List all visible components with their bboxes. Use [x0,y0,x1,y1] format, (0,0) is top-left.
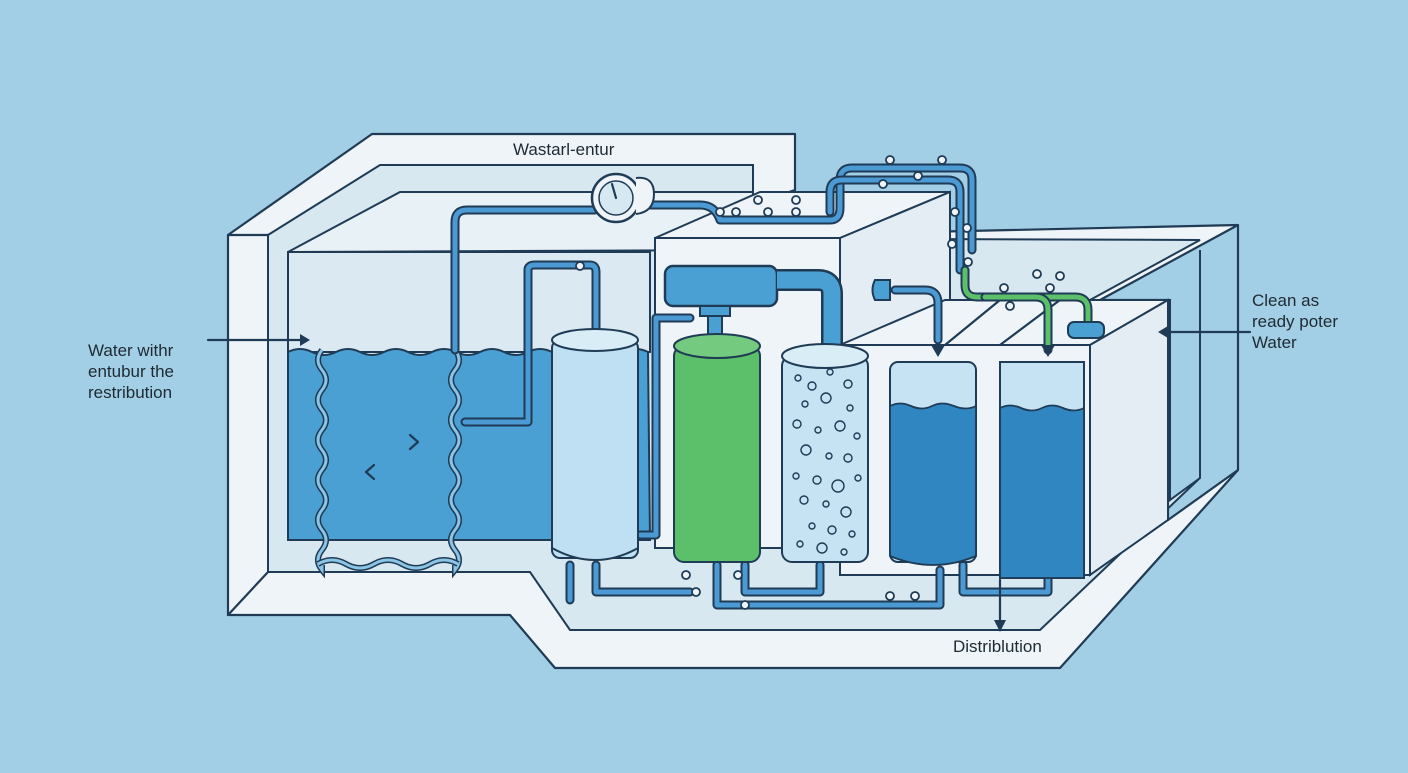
bubble [792,472,800,480]
inlet-label-line2: entubur the [88,362,174,381]
bubble [825,452,833,460]
sedimentation-tank [551,328,639,561]
bubble [814,426,822,434]
bubble [834,420,846,432]
aeration-tank [781,343,869,563]
bubble [827,525,837,535]
bubble [812,475,822,485]
bubble [792,419,802,429]
bubble [800,444,812,456]
diagram-title: Wastarl-entur [513,140,615,159]
bubble [843,453,853,463]
bubble [848,530,856,538]
outlet-label-line2: ready poter [1252,312,1338,331]
bubble [816,542,828,554]
bubble [831,479,845,493]
bubble [799,495,809,505]
bubble [801,400,809,408]
bubble [796,540,804,548]
outlet-label-line1: Clean as [1252,291,1319,310]
bubble [794,374,802,382]
inlet-label-line3: restribution [88,383,172,402]
distribution-label: Distriblution [953,637,1042,656]
clear-water-tanks [889,361,1085,579]
bubble [840,548,848,556]
bubble [808,522,816,530]
green-filter [663,264,843,563]
bubble [822,500,830,508]
inlet-label-line1: Water withr [88,341,174,360]
outlet-label-line3: Water [1252,333,1297,352]
bubble [826,368,834,376]
bubble [820,392,832,404]
bubble [840,506,852,518]
bubble [853,432,861,440]
bubble [807,381,817,391]
flow-arrows [206,326,1252,632]
bubble [846,404,854,412]
bubble [843,379,853,389]
pipework [450,155,1105,610]
bubble [854,474,862,482]
